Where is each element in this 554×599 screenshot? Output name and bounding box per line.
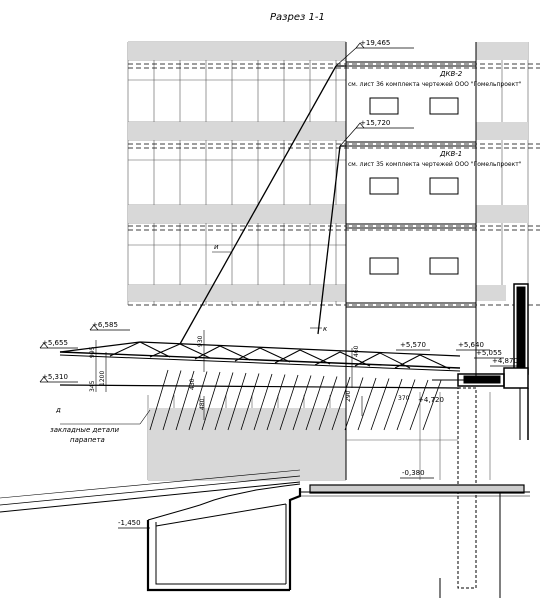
dkv1-ref: см. лист 35 комплекта чертежей ООО "Гоме… — [348, 161, 522, 168]
hanger-bars — [149, 369, 442, 431]
dimension-lines — [95, 330, 363, 420]
dkv1-label: ДКВ-1 — [439, 150, 462, 158]
elev-15720: +15,720 — [360, 119, 390, 127]
elev-5640: +5,640 — [458, 341, 484, 349]
dkv2-label: ДКВ-2 — [439, 70, 463, 78]
canopy-support — [432, 373, 505, 387]
elev-5310: +5,310 — [42, 373, 68, 381]
elev-19465: +19,465 — [360, 39, 390, 47]
elev-5655: +5,655 — [42, 339, 68, 347]
elev-m0380: -0,380 — [402, 469, 425, 477]
dim-345: 345 — [89, 380, 96, 392]
embedded-parts-line1: закладные детали — [50, 426, 119, 434]
ground-ramp — [0, 469, 302, 592]
ground-floor-slab — [300, 484, 530, 497]
dim-480: 480 — [199, 398, 206, 410]
elev-6585: +6,585 — [92, 321, 118, 329]
floor-bands — [128, 42, 528, 480]
section-title: Разрез 1-1 — [270, 12, 325, 23]
building-right-block — [345, 42, 477, 480]
elev-4870: +4,870 — [492, 357, 518, 365]
elevation-markers — [39, 42, 524, 529]
dim-430: 430 — [189, 378, 196, 390]
dim-1200: 1200 — [99, 371, 106, 386]
floor-slab-lines — [128, 63, 540, 306]
leaders — [60, 251, 322, 425]
cable-u-label: и — [214, 243, 219, 251]
dim-370: 370 — [398, 395, 410, 402]
stay-cables — [179, 65, 346, 345]
elev-m1450: -1,450 — [118, 519, 141, 527]
dkv2-ref: см. лист 36 комплекта чертежей ООО "Гоме… — [348, 81, 522, 88]
dim-995: 995 — [89, 346, 96, 358]
lower-glazing — [346, 392, 491, 480]
right-column — [439, 283, 529, 598]
elev-5570: +5,570 — [400, 341, 426, 349]
dim-290: 290 — [345, 390, 352, 402]
elev-4720: +4,720 — [418, 396, 444, 404]
canopy-truss — [59, 341, 461, 389]
dim-930: 930 — [197, 335, 204, 347]
cable-k-label: к — [323, 325, 328, 333]
embedded-parts-line2: парапета — [70, 436, 105, 444]
elev-5055: +5,055 — [476, 349, 502, 357]
axis-letter: д — [55, 406, 61, 414]
dim-460: 460 — [353, 345, 360, 357]
